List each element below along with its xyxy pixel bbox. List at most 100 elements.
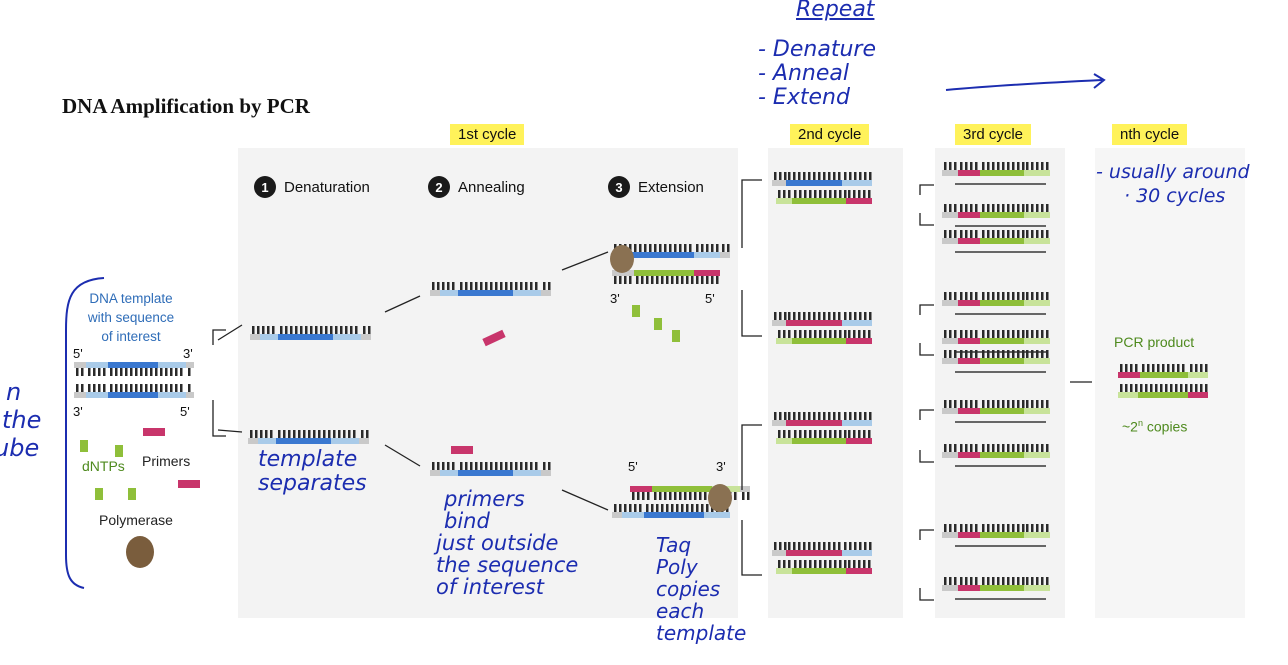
strand-base bbox=[833, 312, 836, 320]
strand-base bbox=[280, 326, 283, 334]
branch-arrow bbox=[919, 184, 934, 195]
strand-backbone bbox=[1024, 452, 1050, 458]
strand-base bbox=[350, 326, 353, 334]
strand-base bbox=[510, 282, 513, 290]
strand-base bbox=[155, 384, 158, 392]
strand-base bbox=[1007, 400, 1010, 408]
strand-base bbox=[844, 560, 847, 568]
strand-base bbox=[679, 244, 682, 252]
strand-base bbox=[814, 190, 817, 198]
strand-base bbox=[949, 162, 952, 170]
strand-base bbox=[1007, 350, 1010, 358]
strand-base bbox=[839, 330, 842, 338]
strand-base bbox=[338, 430, 341, 438]
strand-base bbox=[868, 330, 871, 338]
strand-base bbox=[1022, 230, 1025, 238]
strand-base bbox=[844, 172, 847, 180]
strand-backbone bbox=[1024, 238, 1050, 244]
strand-base bbox=[188, 384, 191, 392]
strand-base bbox=[949, 330, 952, 338]
strand-base bbox=[803, 412, 806, 420]
strand-base bbox=[480, 282, 483, 290]
strand-base bbox=[863, 190, 866, 198]
strand-base bbox=[135, 384, 138, 392]
strand-base bbox=[808, 412, 811, 420]
strand-base bbox=[353, 430, 356, 438]
strand-base bbox=[975, 292, 978, 300]
strand-base bbox=[465, 282, 468, 290]
strand-base bbox=[788, 412, 791, 420]
strand-base bbox=[1182, 364, 1185, 372]
strand-base bbox=[975, 162, 978, 170]
strand-base bbox=[1031, 400, 1034, 408]
strand-backbone bbox=[980, 408, 1024, 414]
strand-base bbox=[93, 368, 96, 376]
strand-base bbox=[170, 384, 173, 392]
strand-base bbox=[859, 542, 862, 550]
cycle2-panel bbox=[768, 148, 903, 618]
dntp-icon bbox=[632, 305, 640, 317]
strand-backbone bbox=[958, 170, 980, 176]
strand-base bbox=[1036, 400, 1039, 408]
strand-base bbox=[982, 204, 985, 212]
strand-base bbox=[543, 282, 546, 290]
strand-base bbox=[265, 430, 268, 438]
note-left-1: n bbox=[6, 378, 22, 406]
template-label: DNA template with sequence of interest bbox=[76, 289, 186, 346]
strand-base bbox=[788, 542, 791, 550]
strand-base bbox=[965, 444, 968, 452]
strand-backbone bbox=[942, 338, 958, 344]
strand-base bbox=[997, 204, 1000, 212]
note-ts-2: separates bbox=[258, 471, 367, 496]
strand-base bbox=[788, 330, 791, 338]
strand-base bbox=[666, 276, 669, 284]
strand-base bbox=[970, 350, 973, 358]
strand-base bbox=[944, 524, 947, 532]
strand-base bbox=[794, 330, 797, 338]
strand-base bbox=[150, 368, 153, 376]
strand-base bbox=[997, 444, 1000, 452]
strand-base bbox=[838, 542, 841, 550]
note-repeat: Repeat bbox=[796, 0, 875, 22]
strand-base bbox=[1017, 577, 1020, 585]
strand-base bbox=[716, 276, 719, 284]
note-left-margin: n the ube bbox=[0, 378, 41, 462]
strand-base bbox=[614, 276, 617, 284]
strand-base bbox=[813, 542, 816, 550]
strand-base bbox=[340, 326, 343, 334]
c2-strand-b-3 bbox=[776, 560, 872, 574]
cycle-3-label: 3rd cycle bbox=[955, 124, 1032, 145]
strand-base bbox=[305, 326, 308, 334]
strand-base bbox=[130, 384, 133, 392]
strand-base bbox=[293, 430, 296, 438]
strand-base bbox=[1022, 330, 1025, 338]
strand-base bbox=[949, 577, 952, 585]
strand-backbone bbox=[958, 452, 980, 458]
strand-base bbox=[505, 282, 508, 290]
strand-base bbox=[982, 330, 985, 338]
strand-base bbox=[1152, 364, 1155, 372]
note-usually-line2: · 30 cycles bbox=[1124, 185, 1226, 207]
strand-backbone bbox=[772, 550, 786, 556]
strand-base bbox=[960, 524, 963, 532]
strand-base bbox=[944, 350, 947, 358]
primer-bottom bbox=[451, 446, 473, 454]
strand-base bbox=[987, 204, 990, 212]
c2-strand-b-0 bbox=[776, 190, 872, 204]
strand-base bbox=[285, 326, 288, 334]
strand-base bbox=[813, 172, 816, 180]
strand-base bbox=[535, 282, 538, 290]
strand-base bbox=[447, 462, 450, 470]
strand-base bbox=[495, 282, 498, 290]
strand-backbone bbox=[258, 438, 276, 444]
denat-bottom bbox=[248, 430, 369, 444]
strand-base bbox=[997, 350, 1000, 358]
strand-base bbox=[1046, 230, 1049, 238]
strand-base bbox=[634, 504, 637, 512]
strand-base bbox=[303, 430, 306, 438]
strand-base bbox=[671, 504, 674, 512]
strand-base bbox=[783, 560, 786, 568]
strand-base bbox=[949, 350, 952, 358]
strand-backbone bbox=[772, 180, 786, 186]
